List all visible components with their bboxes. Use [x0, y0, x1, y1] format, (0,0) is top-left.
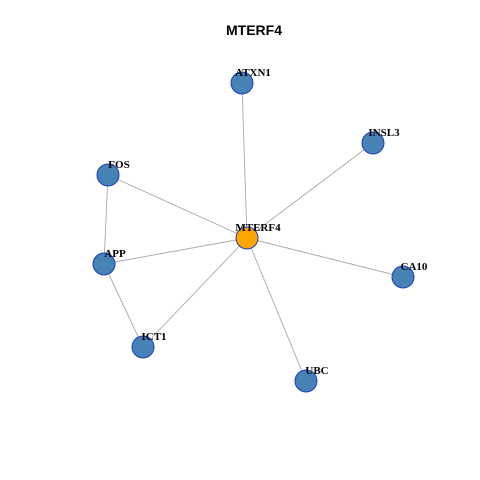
node-label: ATXN1 [235, 67, 271, 79]
node-fos: FOS [96, 159, 130, 187]
node-label: CA10 [401, 261, 428, 273]
node-label: MTERF4 [235, 222, 281, 234]
node-circle [294, 369, 318, 393]
edge-mterf4-ubc [246, 237, 307, 382]
edge-fos-app [103, 174, 109, 265]
node-circle [96, 163, 120, 187]
node-circle [391, 265, 415, 289]
node-mterf4: MTERF4 [235, 222, 281, 250]
node-ict1: ICT1 [131, 331, 167, 359]
edge-mterf4-atxn1 [241, 82, 248, 239]
node-circle [92, 252, 116, 276]
node-label: APP [104, 248, 126, 260]
node-insl3: INSL3 [361, 127, 400, 155]
node-circle [361, 131, 385, 155]
edge-mterf4-fos [107, 174, 248, 239]
node-ca10: CA10 [391, 261, 428, 289]
diagram-title: MTERF4 [226, 22, 282, 38]
node-circle [235, 226, 259, 250]
node-label: UBC [305, 365, 328, 377]
node-circle [230, 71, 254, 95]
node-label: INSL3 [368, 127, 400, 139]
edge-app-ict1 [103, 263, 144, 348]
node-atxn1: ATXN1 [230, 67, 271, 95]
node-circle [131, 335, 155, 359]
edge-mterf4-ict1 [142, 237, 248, 348]
edge-mterf4-insl3 [246, 142, 374, 239]
node-label: FOS [108, 159, 129, 171]
edge-mterf4-app [103, 237, 248, 265]
edges-layer [103, 82, 404, 382]
node-label: ICT1 [141, 331, 166, 343]
edge-mterf4-ca10 [246, 237, 404, 278]
node-ubc: UBC [294, 365, 329, 393]
node-app: APP [92, 248, 126, 276]
